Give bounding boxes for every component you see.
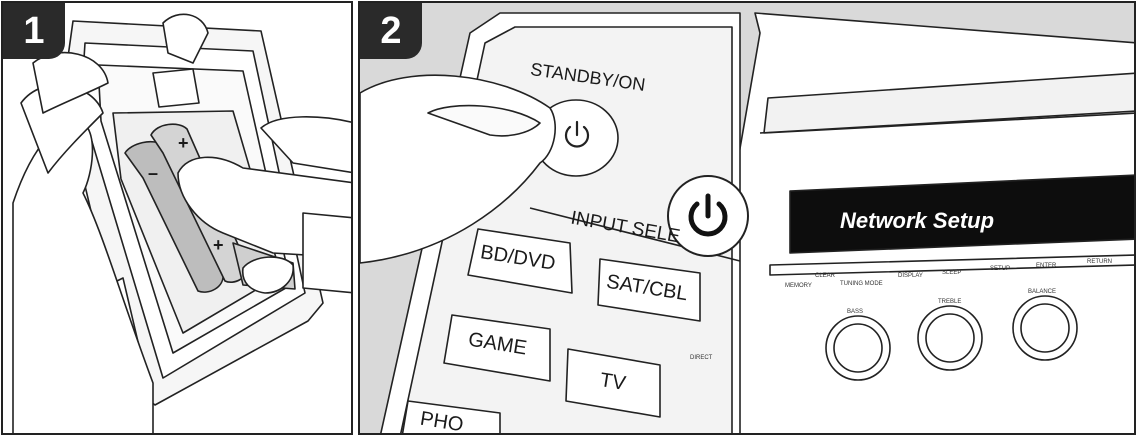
step1-badge: 1 bbox=[3, 3, 65, 59]
tv-button[interactable]: TV bbox=[598, 369, 628, 395]
step2-panel: 2 bbox=[358, 1, 1136, 435]
bass-label: BASS bbox=[847, 309, 864, 315]
battery-illustration bbox=[12, 13, 351, 433]
clear-label: CLEAR bbox=[815, 273, 836, 279]
battery-plus-bottom-label: + bbox=[213, 235, 224, 255]
step1-panel: 1 bbox=[1, 1, 353, 435]
power-on-illustration bbox=[360, 3, 1134, 433]
sleep-button-label: SLEEP bbox=[942, 270, 962, 276]
battery-plus-top-label: + bbox=[178, 133, 189, 153]
tuning-mode-label: TUNING MODE bbox=[840, 281, 883, 287]
balance-label: BALANCE bbox=[1028, 289, 1057, 295]
return-button-label: RETURN bbox=[1087, 259, 1112, 265]
memory-label: MEMORY bbox=[785, 283, 812, 289]
direct-label: DIRECT bbox=[690, 355, 713, 361]
step2-badge: 2 bbox=[360, 3, 422, 59]
enter-button-label: ENTER bbox=[1036, 263, 1057, 269]
treble-label: TREBLE bbox=[938, 299, 962, 305]
battery-minus-label: – bbox=[148, 163, 159, 183]
setup-button-label: SETUP bbox=[990, 266, 1011, 272]
display-text: Network Setup bbox=[840, 208, 995, 233]
power-icon bbox=[560, 118, 594, 152]
power-button-icon[interactable] bbox=[682, 190, 734, 242]
display-button-label: DISPLAY bbox=[898, 273, 923, 279]
